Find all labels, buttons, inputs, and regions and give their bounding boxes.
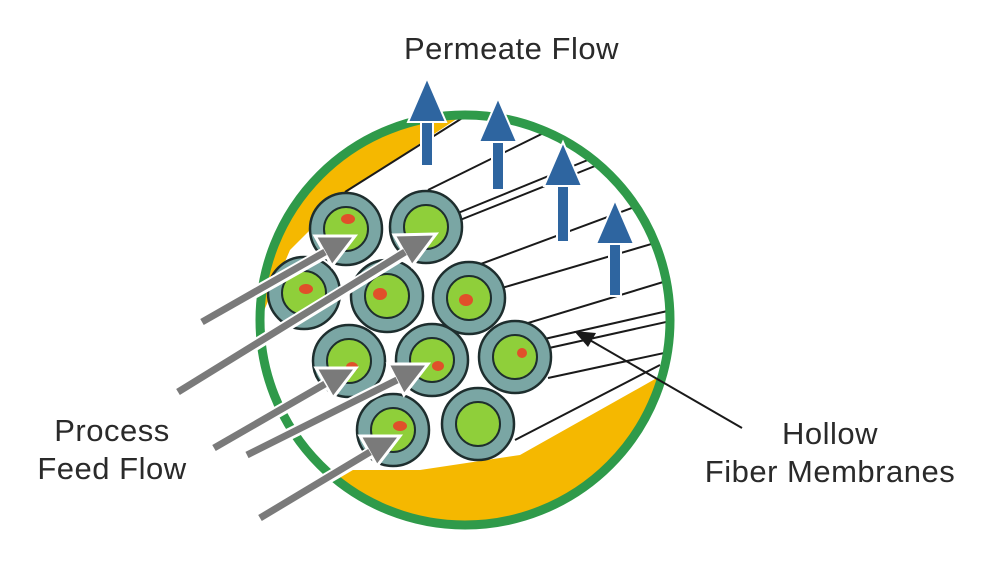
fiber-cross-section [440,386,516,462]
hollow-fiber-membranes-label: Hollow Fiber Membranes [680,415,980,491]
permeate-flow-label: Permeate Flow [404,30,619,68]
feed-arrow [256,434,404,524]
tube-line [344,115,476,193]
deposit-spot [299,284,313,294]
process-feed-flow-label: Process Feed Flow [0,412,224,488]
membrane-pointer-arrow [574,331,743,429]
feed-arrow [244,362,432,461]
fiber-cross-sections [266,189,553,468]
deposit-spot [432,361,444,371]
hollow-label-line1: Hollow [781,416,879,451]
hollow-label-line2: Fiber Membranes [704,454,956,489]
process-label-line1: Process [54,413,170,448]
tube-line [494,239,666,291]
permeate-arrow [542,139,584,243]
fiber-cross-section [477,319,553,395]
permeate-flow-arrows [406,75,636,297]
process-label-line2: Feed Flow [37,451,187,486]
permeate-arrow [406,75,448,167]
feed-arrow [174,232,440,398]
tube-line [439,161,606,229]
feed-arrow [211,366,360,454]
permeate-flow-text: Permeate Flow [404,31,619,66]
deposit-spot [373,288,387,300]
tube-line [514,364,661,441]
shell-outline [255,110,675,530]
fiber-cross-section [431,260,507,336]
deposit-spot [393,421,407,431]
deposit-spot [517,348,527,358]
deposit-spot [341,214,355,224]
permeate-arrow [594,197,636,297]
permeate-arrow [477,95,519,191]
tube-line [504,279,670,331]
feed-flow-arrows [174,232,440,524]
tube-line [539,319,670,351]
feed-arrow [199,234,359,328]
tube-line [539,309,670,341]
deposit-spot [459,294,473,306]
tube-line [547,349,670,379]
